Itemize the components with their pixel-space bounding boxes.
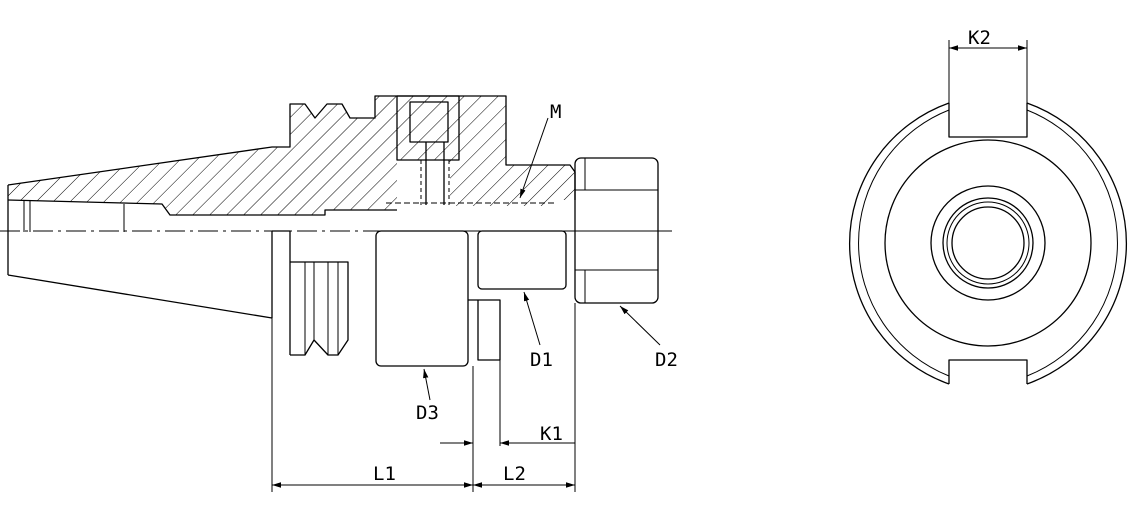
leader-d2: [619, 305, 661, 346]
bore-circle-outer: [930, 185, 1046, 301]
bore-circle-3: [951, 206, 1025, 280]
outer-circle-left-arc: [849, 102, 950, 385]
label-k1: K1: [540, 423, 563, 445]
end-view: K2: [849, 27, 1127, 385]
flange-lower-half: [271, 230, 349, 356]
label-d3: D3: [416, 402, 439, 424]
label-m: M: [550, 101, 561, 123]
outer-circle-right-arc-inner: [1026, 109, 1118, 377]
bore-circle-2: [946, 201, 1030, 285]
label-l2: L2: [503, 463, 526, 485]
flange-grooves: [304, 262, 339, 355]
screw-shank: [425, 142, 445, 205]
outer-circle-right-arc: [1026, 102, 1127, 385]
leader-d1: [523, 291, 541, 346]
screw-pocket: [396, 95, 460, 161]
screw-head: [409, 101, 449, 143]
taper-inner-bore: [7, 199, 397, 216]
taper-bore-step: [23, 200, 125, 232]
extension-d1: [477, 230, 567, 290]
leader-d3: [423, 368, 431, 401]
side-view: M D1 D2 D3 K1 L1 L2: [0, 95, 678, 492]
nut-inner: [575, 158, 658, 303]
label-l1: L1: [373, 463, 396, 485]
label-d1: D1: [530, 349, 553, 371]
screw-thread: [420, 160, 450, 205]
drive-slot-bottom: [948, 359, 1028, 384]
label-k2: K2: [968, 27, 991, 49]
leader-m: [519, 117, 549, 199]
outer-circle-left-arc-inner: [858, 109, 950, 377]
taper-section-hatch: [8, 96, 575, 215]
drive-slot-top: [948, 103, 1028, 138]
taper-outline: [7, 95, 576, 200]
taper-lower-flank: [7, 274, 273, 319]
bore-circle-1: [942, 197, 1034, 289]
label-d2: D2: [655, 349, 678, 371]
body-lower: [375, 230, 469, 367]
body-step: [468, 299, 501, 361]
face-circle: [884, 139, 1092, 347]
